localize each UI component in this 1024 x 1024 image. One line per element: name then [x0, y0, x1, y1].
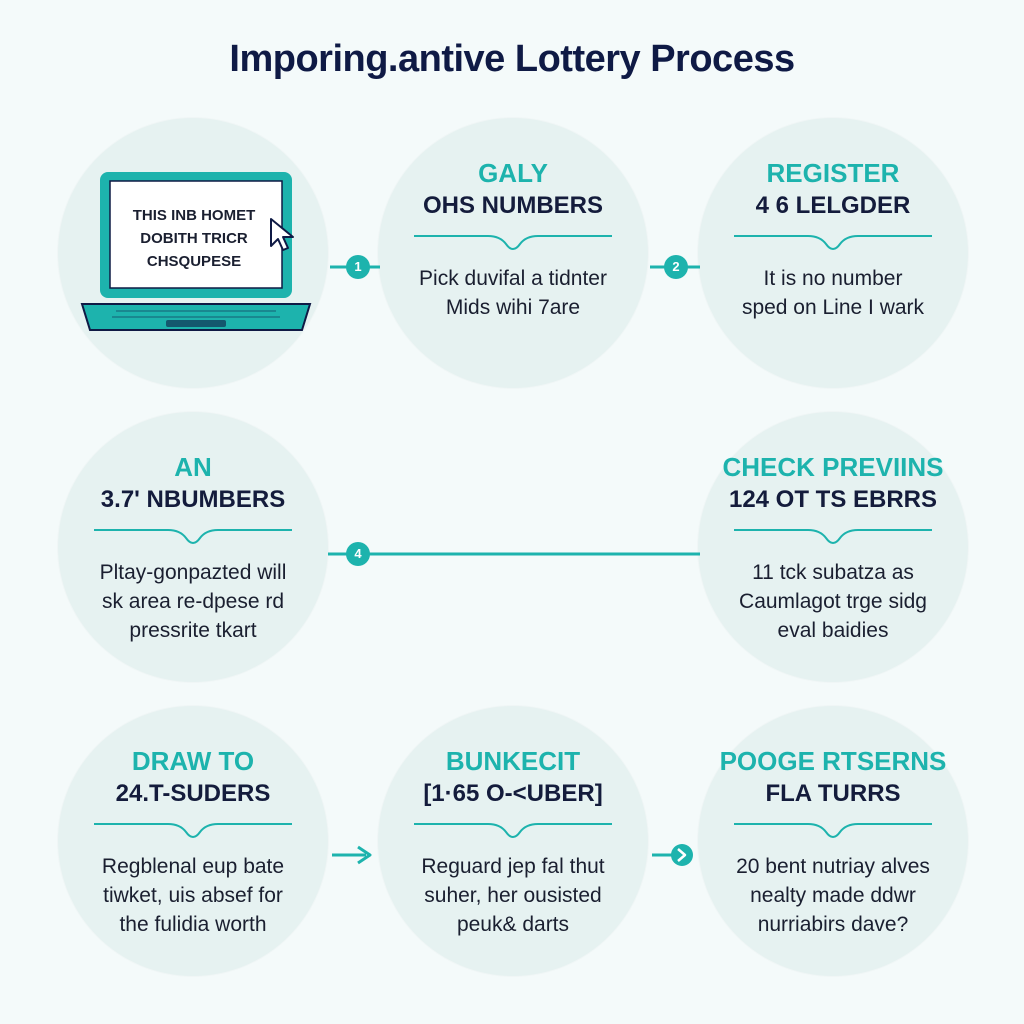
step-body-line: nurriabirs dave? [757, 913, 909, 936]
step-heading: CHECK PREVIINS [722, 452, 944, 482]
step-body-line: Regblenal eup bate [101, 855, 285, 878]
step-body-line: nealty made ddwr [750, 884, 916, 907]
step-body-line: Reguard jep fal thut [421, 855, 605, 878]
step-body: It is no number sped on Line I wark [718, 264, 948, 322]
step-body-line: 20 bent nutriay alves [736, 855, 930, 878]
step-divider [414, 235, 612, 250]
step-body: Pick duvifal a tidnter Mids wihi 7are [398, 264, 628, 322]
step-body-line: It is no number [763, 267, 903, 290]
step-subheading: 124 OT TS EBRRS [728, 486, 938, 513]
arrow-right-icon [652, 844, 693, 866]
step-heading: REGISTER [766, 158, 900, 188]
number-badge-icon: 4 [346, 542, 370, 566]
laptop-screen-text: THIS INB HOMET DOBITH TRICR CHSQUPESE [110, 204, 278, 273]
laptop-screen-line: THIS INB HOMET [132, 207, 256, 224]
step-body-line: peuk& darts [456, 913, 570, 936]
step-body: 20 bent nutriay alves nealty made ddwr n… [718, 852, 948, 939]
laptop-screen-line: DOBITH TRICR [140, 230, 248, 247]
step-heading: GALY [478, 158, 548, 188]
step-subheading: OHS NUMBERS [422, 192, 603, 219]
cursor-icon [270, 218, 294, 251]
step-divider [414, 823, 612, 838]
step-body: Pltay-gonpazted will sk area re-dpese rd… [78, 558, 308, 645]
step-divider [734, 529, 932, 544]
number-badge-icon: 1 [346, 255, 370, 279]
arrow-right-icon [332, 845, 372, 865]
step-subheading: FLA TURRS [765, 780, 901, 807]
step-divider [734, 823, 932, 838]
step-subheading: [1·65 O-<UBER] [423, 780, 603, 807]
step-heading: BUNKECIT [445, 746, 581, 776]
step-subheading: 24.T-SUDERS [115, 780, 271, 807]
step-body-line: eval baidies [777, 619, 889, 642]
step-body-line: sped on Line I wark [741, 296, 925, 319]
step-body-line: Pick duvifal a tidnter [419, 267, 607, 290]
step-heading: DRAW TO [131, 746, 255, 776]
step-pick-numbers: GALY OHS NUMBERS Pick duvifal a tidnter … [378, 118, 648, 388]
step-draw: DRAW TO 24.T-SUDERS Regblenal eup bate t… [58, 706, 328, 976]
step-body-line: Caumlagot trge sidg [739, 590, 927, 613]
step-body-line: tiwket, uis absef for [103, 884, 283, 907]
step-body: 11 tck subatza as Caumlagot trge sidg ev… [718, 558, 948, 645]
number-badge-icon: 2 [664, 255, 688, 279]
connector-line-3 [328, 552, 700, 556]
step-body: Reguard jep fal thut suher, her ousisted… [398, 852, 628, 939]
step-an-numbers: AN 3.7' NBUMBERS Pltay-gonpazted will sk… [58, 412, 328, 682]
step-subheading: 3.7' NBUMBERS [100, 486, 286, 513]
page-title: Imporing.antive Lottery Process [229, 38, 795, 80]
step-register: REGISTER 4 6 LELGDER It is no number spe… [698, 118, 968, 388]
step-divider [94, 529, 292, 544]
step-body-line: sk area re-dpese rd [101, 590, 285, 613]
step-body-line: 11 tck subatza as [752, 561, 914, 584]
laptop-screen-line: CHSQUPESE [146, 253, 242, 270]
step-body-line: Pltay-gonpazted will [99, 561, 287, 584]
step-body: Regblenal eup bate tiwket, uis absef for… [78, 852, 308, 939]
step-body-line: suher, her ousisted [424, 884, 602, 907]
step-body-line: Mids wihi 7are [445, 296, 581, 319]
step-heading: AN [174, 452, 212, 482]
step-heading: POOGE RTSERNS [719, 746, 947, 776]
step-subheading: 4 6 LELGDER [755, 192, 911, 219]
step-divider [734, 235, 932, 250]
step-body-line: pressrite tkart [129, 619, 257, 642]
step-pooge-rtserns: POOGE RTSERNS FLA TURRS 20 bent nutriay … [698, 706, 968, 976]
step-bunkecit: BUNKECIT [1·65 O-<UBER] Reguard jep fal … [378, 706, 648, 976]
step-body-line: the fulidia worth [119, 913, 267, 936]
step-divider [94, 823, 292, 838]
step-check-previous: CHECK PREVIINS 124 OT TS EBRRS 11 tck su… [698, 412, 968, 682]
step-laptop: THIS INB HOMET DOBITH TRICR CHSQUPESE [58, 118, 328, 388]
